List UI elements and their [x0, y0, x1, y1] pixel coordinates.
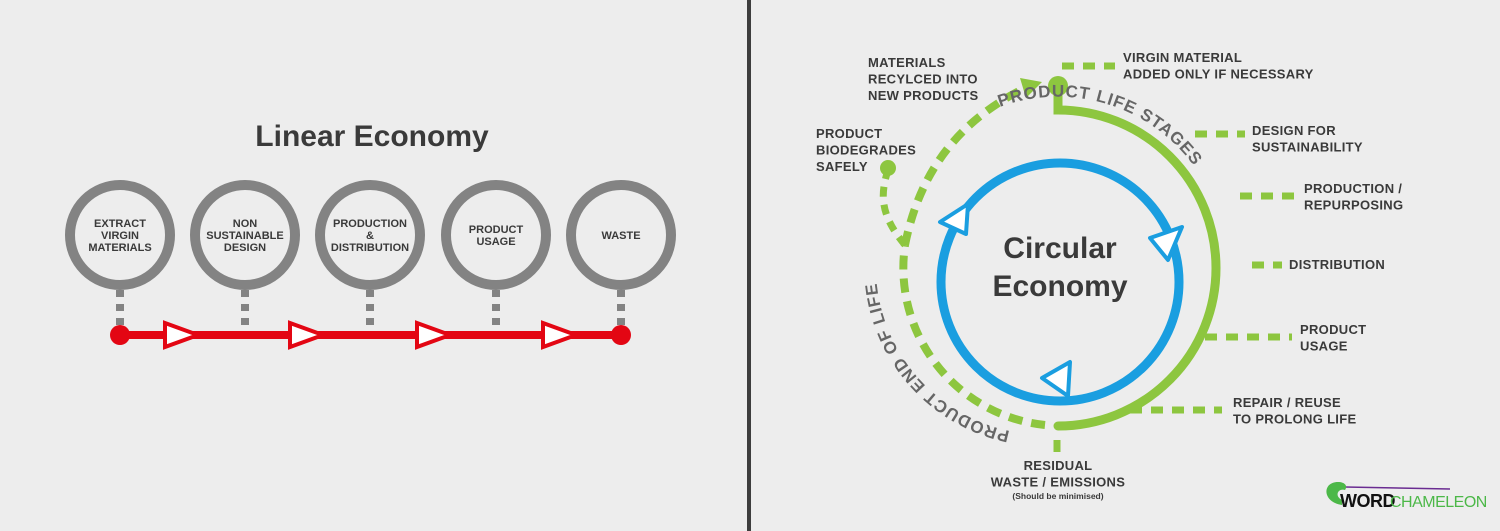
- residual-note: (Should be minimised): [1012, 491, 1103, 501]
- label-recycled: NEW PRODUCTS: [868, 88, 979, 103]
- stage-label: DISTRIBUTION: [331, 242, 409, 254]
- virgin-material-dot: [1048, 76, 1068, 96]
- logo-word: WORD: [1340, 491, 1395, 511]
- loop-arrow-icon: [938, 202, 970, 236]
- label-biodegrades: BIODEGRADES: [816, 143, 916, 158]
- label-recycled: MATERIALS: [868, 55, 946, 70]
- stage-label: EXTRACT: [94, 218, 146, 230]
- chameleon-icon: [1326, 482, 1347, 505]
- label-recycled: RECYLCED INTO: [868, 72, 978, 87]
- label-residual: RESIDUAL: [1024, 458, 1093, 473]
- end-of-life-dashed-arc: [899, 244, 1046, 429]
- label-design: DESIGN FOR: [1252, 123, 1336, 138]
- stage-circle: [441, 180, 551, 290]
- end-dot: [611, 325, 631, 345]
- linear-title: Linear Economy: [255, 120, 489, 153]
- label-repair: REPAIR / REUSE: [1233, 395, 1341, 410]
- stage-label: MATERIALS: [88, 242, 151, 254]
- circular-title-line2: Economy: [992, 270, 1127, 303]
- label-connectors: [1053, 62, 1296, 452]
- flow-arrow-icon: [288, 320, 329, 350]
- label-design: SUSTAINABILITY: [1252, 140, 1363, 155]
- flow-arrow-icon: [541, 320, 582, 350]
- loop-arrow-icon: [1040, 360, 1072, 398]
- label-residual: WASTE / EMISSIONS: [991, 475, 1125, 490]
- linear-flow: EXTRACTVIRGINMATERIALSNONSUSTAINABLEDESI…: [65, 180, 676, 350]
- recycle-dashed-path: [901, 84, 1027, 246]
- label-biodegrades: SAFELY: [816, 159, 868, 174]
- label-production: REPURPOSING: [1304, 198, 1403, 213]
- stage-circle: [65, 180, 175, 290]
- label-virgin: VIRGIN MATERIAL: [1123, 50, 1242, 65]
- stage-label: DESIGN: [224, 242, 266, 254]
- linear-stage: PRODUCTION&DISTRIBUTION: [315, 180, 425, 290]
- circular-loop: [936, 158, 1184, 406]
- wordchameleon-logo: WORD CHAMELEON: [1326, 482, 1487, 511]
- label-usage: PRODUCT: [1300, 322, 1366, 337]
- logo-chameleon: CHAMELEON: [1390, 494, 1487, 511]
- label-repair: TO PROLONG LIFE: [1233, 412, 1356, 427]
- biodegrade-dot: [880, 160, 896, 176]
- stage-label: WASTE: [601, 230, 640, 242]
- stage-label: NON: [233, 218, 258, 230]
- label-virgin: ADDED ONLY IF NECESSARY: [1123, 67, 1314, 82]
- stage-circle: [566, 180, 676, 290]
- stage-circle: [190, 180, 300, 290]
- label-usage: USAGE: [1300, 339, 1348, 354]
- loop-arrow-icon: [1148, 225, 1184, 262]
- label-production: PRODUCTION /: [1304, 181, 1402, 196]
- stage-label: SUSTAINABLE: [206, 230, 283, 242]
- biodegrade-dashed-path: [879, 168, 908, 248]
- linear-stage: WASTE: [566, 180, 676, 290]
- stage-circle: [315, 180, 425, 290]
- label-distribution: DISTRIBUTION: [1289, 257, 1385, 272]
- circular-diagram: Circular Economy PRODUCT LIFE STAGES PRO…: [816, 50, 1403, 501]
- stage-label: USAGE: [476, 236, 515, 248]
- stage-label: PRODUCTION: [333, 218, 407, 230]
- stage-label: PRODUCT: [469, 224, 524, 236]
- recycle-arrow-icon: [1020, 78, 1042, 98]
- stage-label: &: [366, 230, 374, 242]
- start-dot: [110, 325, 130, 345]
- flow-arrow-icon: [163, 320, 204, 350]
- label-biodegrades: PRODUCT: [816, 126, 882, 141]
- flow-arrow-icon: [415, 320, 456, 350]
- panel-divider: [747, 0, 751, 531]
- stage-label: VIRGIN: [101, 230, 139, 242]
- circular-title-line1: Circular: [1003, 232, 1117, 265]
